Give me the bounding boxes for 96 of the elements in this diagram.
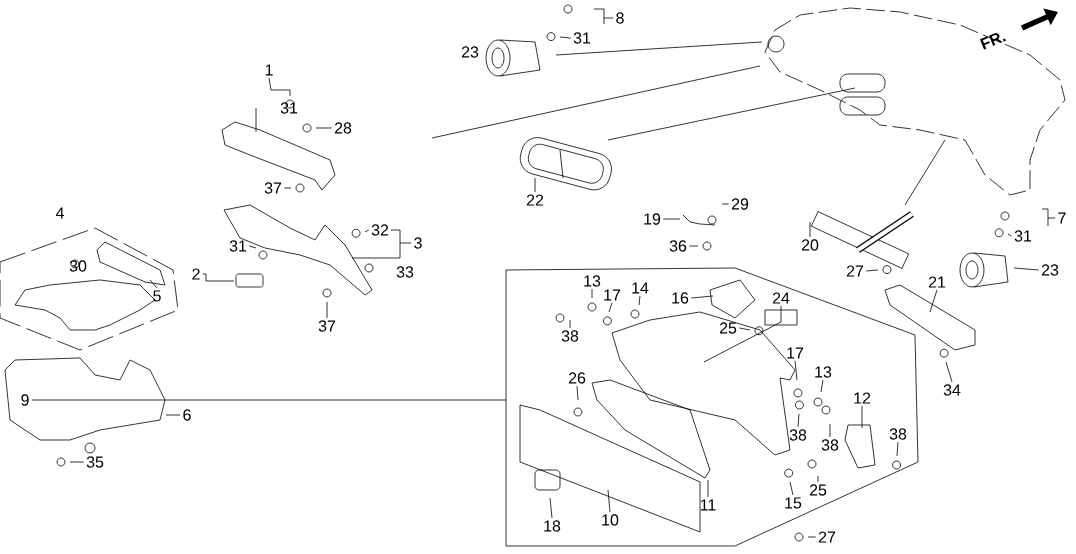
leader-line	[315, 127, 333, 129]
leader-line	[896, 441, 899, 457]
leader-line	[797, 413, 800, 428]
leader-line	[829, 423, 831, 438]
callout-number: 22	[526, 194, 544, 206]
leader-line	[703, 305, 782, 363]
leader-line	[817, 475, 819, 483]
callout-number: 15	[785, 497, 802, 509]
leader-line	[861, 405, 863, 429]
leader-line	[807, 536, 817, 538]
leader-line	[1007, 233, 1013, 237]
callout-number: 21	[928, 276, 946, 288]
leader-line	[202, 273, 235, 282]
callout-number: 38	[789, 429, 807, 441]
callout-number: 26	[568, 372, 586, 384]
callout-number: 35	[86, 456, 104, 468]
callout-number: 31	[573, 32, 591, 44]
leader-line	[165, 414, 181, 416]
callout-number: 17	[604, 289, 621, 301]
leader-line	[591, 288, 593, 299]
leader-line	[31, 399, 507, 401]
callout-number: 34	[943, 384, 961, 396]
leader-line	[1041, 208, 1056, 227]
callout-number: 37	[264, 182, 282, 194]
leader-line	[364, 229, 370, 233]
callout-number: 13	[815, 366, 832, 378]
leader-line	[794, 360, 798, 381]
leader-line	[789, 481, 794, 496]
leader-line	[607, 489, 611, 513]
leader-line	[662, 218, 681, 220]
leader-line	[283, 187, 292, 189]
leader-line	[569, 319, 571, 329]
callout-number: 29	[731, 198, 749, 210]
leader-line	[738, 327, 751, 331]
leader-line	[707, 479, 709, 498]
leader-line	[865, 269, 879, 272]
callout-number: 25	[719, 322, 737, 334]
callout-number: 1	[265, 64, 273, 76]
callout-number: 3	[414, 237, 422, 249]
leader-line	[326, 301, 328, 319]
callout-number: 31	[1014, 230, 1032, 242]
callout-number: 36	[669, 240, 687, 252]
callout-number: 6	[183, 409, 191, 421]
callout-number: 2	[192, 268, 200, 280]
callout-number: 23	[461, 46, 479, 58]
callout-number: 32	[371, 224, 389, 236]
leader-line	[1013, 267, 1040, 271]
leader-line	[559, 36, 572, 39]
callout-number: 4	[55, 207, 64, 219]
callout-number: 30	[69, 260, 87, 272]
leader-line	[929, 289, 938, 313]
leader-line	[576, 385, 579, 401]
callout-number: 16	[672, 292, 689, 304]
callout-number: 31	[280, 102, 298, 114]
callout-number: 20	[801, 239, 819, 251]
callout-number: 25	[809, 484, 827, 496]
callout-number: 31	[229, 240, 247, 252]
leader-line	[688, 245, 699, 247]
leader-line	[809, 221, 811, 238]
callout-number: 38	[821, 439, 839, 451]
callout-number: 11	[700, 499, 716, 511]
leader-line	[255, 77, 291, 133]
leader-line	[593, 8, 614, 25]
callout-number: 28	[334, 122, 352, 134]
leader-line	[820, 379, 824, 393]
callout-number: 23	[1041, 264, 1059, 276]
direction-label: FR.	[979, 33, 1006, 50]
leader-line	[549, 497, 553, 519]
callout-number: 27	[846, 265, 864, 277]
leader-line	[690, 295, 714, 299]
leader-line	[351, 229, 412, 259]
leader-line	[534, 177, 536, 193]
leader-line	[638, 295, 641, 306]
leader-line	[721, 203, 730, 205]
leader-line	[248, 245, 257, 249]
callout-number: 27	[818, 531, 836, 543]
callout-number: 37	[318, 320, 336, 332]
callout-number: 18	[544, 520, 561, 532]
callout-number: 8	[616, 12, 624, 24]
leader-line	[945, 361, 953, 383]
callout-number: 9	[21, 394, 29, 406]
leader-line	[69, 461, 85, 463]
callout-number: 38	[889, 428, 907, 440]
callout-number: 24	[772, 292, 790, 304]
leader-line	[608, 302, 613, 313]
callout-number: 33	[396, 266, 414, 278]
callout-number: 5	[153, 290, 161, 302]
callout-number: 7	[1058, 212, 1066, 224]
callout-number: 17	[787, 347, 804, 359]
callout-number: 14	[632, 282, 649, 294]
leader-line	[149, 279, 158, 289]
callout-number: 12	[854, 392, 871, 404]
callout-number: 10	[602, 514, 619, 526]
callout-number: 13	[584, 275, 601, 287]
callout-number: 19	[644, 213, 661, 225]
callout-number: 38	[561, 330, 579, 342]
